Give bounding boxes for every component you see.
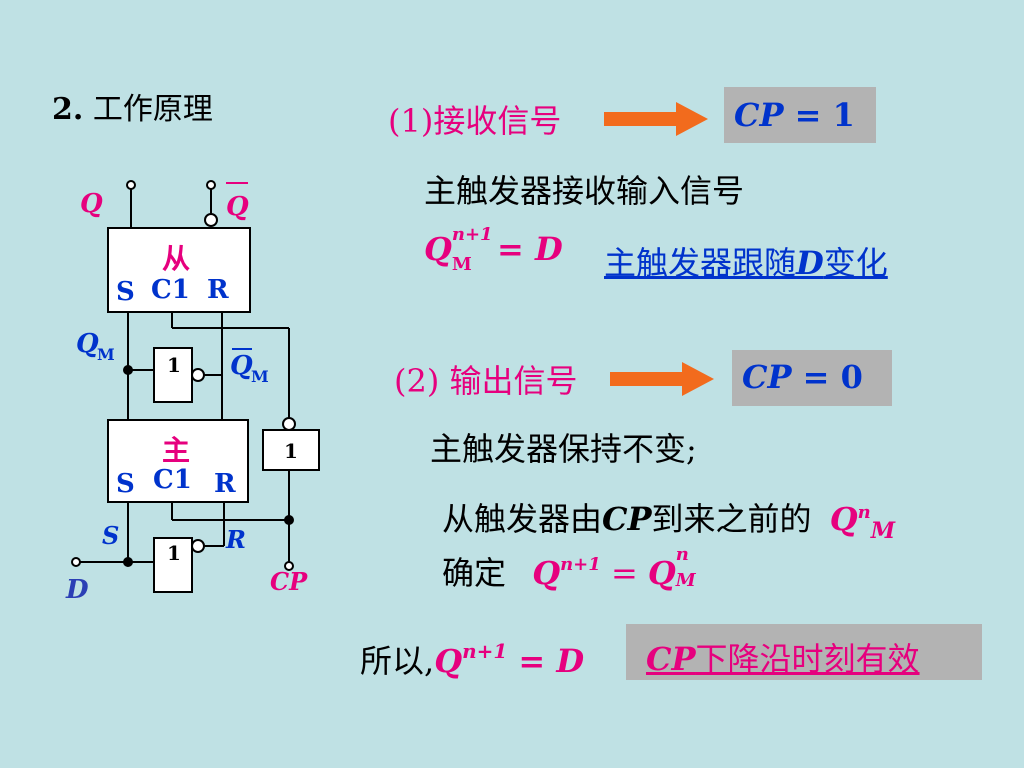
section-number: 2. [52,92,84,127]
qbar-output-terminal [206,180,216,190]
master-flipflop-box [107,419,249,503]
qm-bar-sub-label: M [251,367,269,386]
step1-arrow-icon [604,102,708,136]
master-label: 主 [162,434,190,467]
cp-input-terminal [284,561,294,571]
master-r-label: R [214,469,236,499]
step1-cp-value: CP = 1 [734,96,855,134]
step2-cp-value: CP = 0 [742,358,863,396]
step1-follow-note: 主触发器跟随D变化 [604,244,888,282]
cp-inverter-bubble [282,417,296,431]
step2-cp-box [732,350,892,406]
step2-arrow-icon [610,362,714,396]
slave-s-label: S [116,277,135,307]
inverter-bottom-label: 1 [167,541,181,565]
qm-label: Q [76,329,99,359]
s-input-label: S [102,521,119,550]
conclusion-box [626,624,982,680]
qbar-inversion-bubble [204,213,218,227]
flip-flop-circuit: 从 S C1 R 主 S C1 R 1 1 1 Q Q Q M Q M S R … [65,180,320,605]
step1-cp-box [724,87,876,143]
inverter-bottom-bubble [191,539,205,553]
conclusion-formula: 所以,Qn+1 = D [360,639,585,680]
master-c1-label: C1 [153,465,192,495]
inverter-top-bubble [191,368,205,382]
r-input-label: R [225,525,246,554]
slave-c1-label: C1 [151,275,190,305]
master-s-label: S [116,469,135,499]
slave-r-label: R [207,275,229,305]
step2-slave-line: 从触发器由CP到来之前的 QnM [442,500,896,544]
qbar-label: Q [226,192,249,222]
q-output-terminal [126,180,136,190]
step1-description: 主触发器接收输入信号 [424,172,745,210]
slave-flipflop-box [107,227,251,313]
inverter-bottom [153,537,193,593]
cp-inverter-label: 1 [284,439,298,463]
qm-sub-label: M [97,345,115,364]
d-input-label: D [65,575,89,605]
step2-master-hold: 主触发器保持不变; [430,430,697,468]
section-title: 2. 工作原理 [52,84,213,128]
qm-bar-label: Q [230,351,253,381]
conclusion-effective-note: CP下降沿时刻有效 [646,640,920,678]
inverter-top [153,347,193,403]
cp-inverter [262,429,320,471]
inverter-top-label: 1 [167,353,181,377]
step1-label: (1)接收信号 [388,102,562,140]
slave-label: 从 [162,242,190,275]
section-title-text: 工作原理 [92,92,213,127]
q-label: Q [80,189,103,219]
step2-label: (2) 输出信号 [394,362,578,400]
cp-junction [284,515,294,525]
cp-input-label: CP [270,567,308,596]
d-input-terminal [71,557,81,567]
